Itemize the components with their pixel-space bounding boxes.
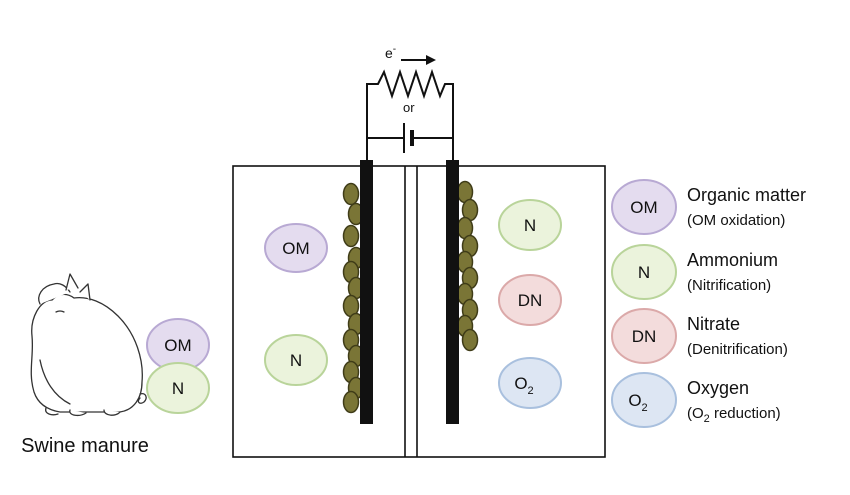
or-label: or: [403, 100, 415, 115]
legend-o2-symbol: O2: [628, 391, 647, 414]
cathode-o2-circle: O2: [498, 357, 562, 409]
anode-biofilm: [342, 182, 365, 414]
bacterium-icon: [342, 390, 360, 414]
cathode-n-label: N: [524, 216, 536, 235]
legend-item-organic-matter: OM Organic matter (OM oxidation): [611, 179, 806, 235]
source-n-shape: [146, 362, 210, 414]
cathode-n-circle: N: [498, 199, 562, 251]
anode-n-circle: N: [264, 334, 328, 386]
cathode-o2-label: O2: [514, 374, 533, 397]
legend-n-swatch: [611, 244, 677, 300]
bacterium-icon: [342, 224, 360, 248]
legend-om-symbol: OM: [630, 198, 657, 217]
legend-o2-swatch: [611, 372, 677, 428]
legend-o2-name: Oxygen: [687, 378, 749, 398]
source-om-circle: OM: [146, 318, 210, 372]
resistor-icon: [366, 68, 454, 100]
legend-dn-process: (Denitrification): [687, 341, 788, 358]
electron-label: e-: [385, 44, 396, 61]
swine-manure-label: Swine manure: [21, 435, 149, 457]
cathode-electrode: [446, 160, 459, 424]
source-om-label: OM: [164, 336, 191, 355]
cathode-dn-label: DN: [518, 291, 543, 310]
anode-n-shape: [264, 334, 328, 386]
legend-n-name: Ammonium: [687, 250, 778, 270]
reactor-tank: [232, 165, 606, 458]
cathode-dn-shape: [498, 274, 562, 326]
legend-om-swatch: [611, 179, 677, 235]
legend-dn-symbol: DN: [632, 327, 657, 346]
legend-dn-name: Nitrate: [687, 314, 740, 334]
bacterium-icon: [342, 182, 360, 206]
legend-om-name: Organic matter: [687, 185, 806, 205]
legend-item-nitrate: DN Nitrate (Denitrification): [611, 308, 788, 364]
legend-item-ammonium: N Ammonium (Nitrification): [611, 244, 778, 300]
pig-icon: [30, 273, 147, 417]
anode-n-label: N: [290, 351, 302, 370]
electron-flow-arrow: [401, 55, 436, 65]
anode-om-label: OM: [282, 239, 309, 258]
anode-om-circle: OM: [264, 223, 328, 273]
source-n-label: N: [172, 379, 184, 398]
anode-electrode: [360, 160, 373, 424]
cathode-o2-shape: [498, 357, 562, 409]
legend-dn-swatch: [611, 308, 677, 364]
legend-item-oxygen: O2 Oxygen (O2 reduction): [611, 372, 781, 428]
source-n-circle: N: [146, 362, 210, 414]
legend-n-process: (Nitrification): [687, 277, 771, 294]
legend-o2-process: (O2 reduction): [687, 405, 781, 425]
legend-n-symbol: N: [638, 263, 650, 282]
legend-om-process: (OM oxidation): [687, 212, 785, 229]
cathode-biofilm: [456, 180, 479, 352]
cathode-dn-circle: DN: [498, 274, 562, 326]
anode-om-shape: [264, 223, 328, 273]
external-circuit: [366, 68, 454, 162]
cathode-n-shape: [498, 199, 562, 251]
legend: OM Organic matter (OM oxidation) N Ammon…: [611, 179, 806, 428]
bacterium-icon: [461, 328, 479, 352]
